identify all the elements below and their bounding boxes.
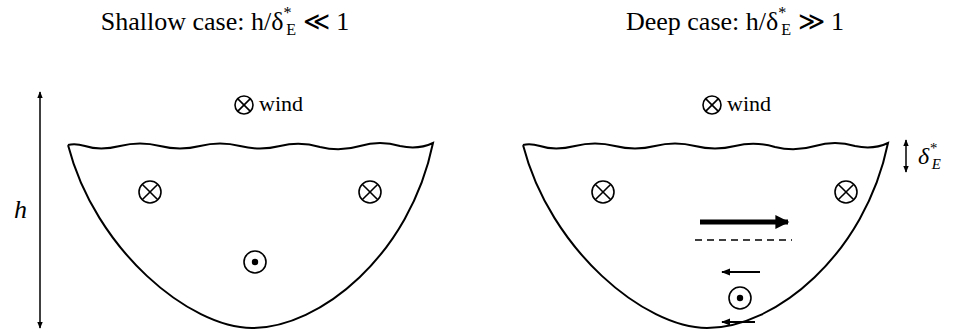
depth-arrow	[39, 92, 41, 328]
wind-label: wind	[727, 92, 771, 116]
return-flow-arrow	[722, 271, 760, 273]
return-flow-arrow	[722, 321, 755, 323]
depth-label: h	[14, 196, 27, 225]
into-page-symbol	[139, 181, 857, 203]
panel-title: Deep case: h/δ*E ≫ 1	[626, 4, 844, 39]
basin-outline	[523, 143, 888, 328]
surface-flow-arrow	[700, 220, 788, 225]
panel-title: Shallow case: h/δ*E ≪ 1	[101, 4, 349, 39]
out-of-page-symbol	[244, 251, 751, 309]
wind-label: wind	[259, 92, 303, 116]
ekman-depth-arrow	[905, 140, 907, 172]
ekman-depth-label: δ*E	[918, 140, 941, 172]
basin-outline	[68, 143, 433, 328]
ekman-layer-boundary	[695, 239, 792, 241]
into-page-symbol	[235, 96, 721, 114]
